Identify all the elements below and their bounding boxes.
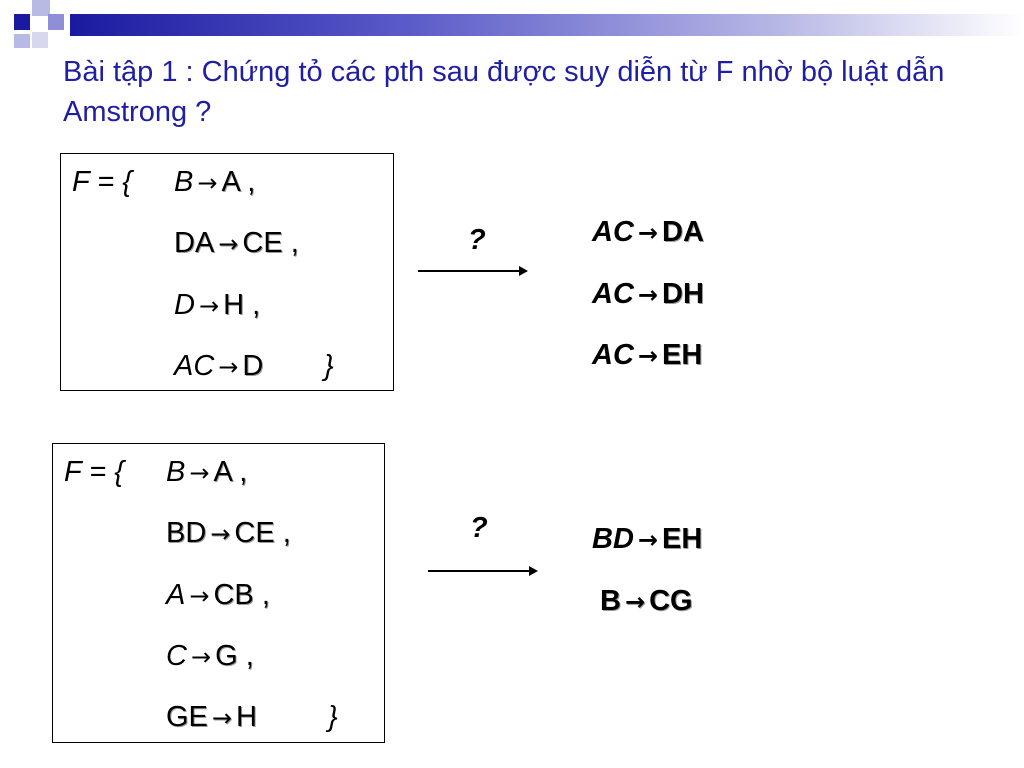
arrow-icon: → (637, 526, 658, 554)
fd-rhs: A (213, 456, 232, 488)
arrow-icon: → (210, 520, 231, 548)
arrow-icon: → (211, 704, 233, 732)
fd-1-2: DA→CE , (174, 226, 299, 261)
target-1-2: AC→DH (592, 277, 704, 312)
fd-lhs: C (166, 640, 187, 672)
fd-lhs: A (166, 579, 186, 611)
target-lhs: AC (592, 339, 634, 371)
arrow-icon: → (218, 353, 239, 381)
question-mark-1: ? (468, 224, 486, 256)
target-rhs: EH (662, 339, 703, 371)
target-1-1: AC→DA (592, 215, 704, 250)
fd-1-4: AC→D (174, 349, 263, 384)
fd-rhs: D (242, 350, 264, 382)
header-square-light (32, 0, 50, 16)
fd-lhs: B (174, 166, 194, 198)
target-rhs: CG (649, 585, 693, 617)
fd-lhs: DA (174, 227, 215, 259)
target-1-3: AC→EH (592, 338, 702, 373)
set-open-2: F = { (64, 456, 124, 488)
question-mark-2: ? (470, 512, 488, 544)
fd-2-5: GE→H (166, 700, 257, 735)
fd-set-box-2 (52, 443, 385, 743)
fd-lhs: GE (166, 701, 208, 733)
arrow-icon: → (189, 459, 210, 487)
fd-rhs: A (221, 166, 240, 198)
target-lhs: B (600, 585, 621, 617)
arrow-icon: → (624, 588, 646, 616)
set-close-2: } (328, 701, 338, 733)
target-lhs: AC (592, 278, 634, 310)
header-square-dark (14, 14, 30, 30)
derivation-arrow-1 (418, 266, 528, 276)
arrow-icon: → (637, 342, 658, 370)
fd-sep: , (239, 456, 248, 488)
fd-2-2: BD→CE , (166, 516, 291, 551)
fd-rhs: CB (213, 579, 254, 611)
arrow-icon: → (189, 582, 210, 610)
fd-sep: , (252, 289, 261, 321)
fd-rhs: CE (242, 227, 283, 259)
arrow-icon: → (637, 281, 658, 309)
arrow-icon: → (190, 643, 212, 671)
target-rhs: DH (662, 278, 704, 310)
fd-rhs: CE (234, 517, 275, 549)
fd-lhs: AC (174, 350, 215, 382)
fd-sep: , (261, 579, 270, 611)
fd-rhs: H (236, 701, 257, 733)
fd-sep: , (290, 227, 299, 259)
arrow-icon: → (218, 230, 239, 258)
derivation-arrow-2 (428, 566, 538, 576)
fd-sep: , (245, 640, 254, 672)
set-close-1: } (324, 350, 334, 382)
header-square-pale (32, 32, 48, 48)
arrow-icon: → (197, 169, 218, 197)
target-lhs: AC (592, 216, 634, 248)
fd-sep: , (247, 166, 256, 198)
target-lhs: BD (592, 523, 634, 555)
fd-2-1: B→A , (166, 455, 247, 490)
slide-title: Bài tập 1 : Chứng tỏ các pth sau được su… (63, 56, 945, 128)
fd-lhs: B (166, 456, 186, 488)
target-rhs: EH (662, 523, 703, 555)
fd-rhs: H (223, 289, 245, 321)
fd-lhs: BD (166, 517, 207, 549)
fd-sep: , (282, 517, 291, 549)
target-rhs: DA (662, 216, 704, 248)
header-square-light-2 (14, 34, 30, 48)
header-square-mid (48, 14, 64, 30)
fd-2-4: C→G , (166, 639, 254, 674)
arrow-icon: → (198, 292, 220, 320)
fd-1-1: B→A , (174, 165, 255, 200)
target-2-2: B→CG (600, 584, 693, 619)
arrow-icon: → (637, 219, 658, 247)
header-gradient-bar (70, 14, 1024, 36)
fd-lhs: D (174, 289, 195, 321)
fd-rhs: G (215, 640, 238, 672)
fd-1-3: D→H , (174, 288, 260, 323)
target-2-1: BD→EH (592, 522, 702, 557)
fd-2-3: A→CB , (166, 578, 270, 613)
set-open-1: F = { (72, 166, 132, 198)
fd-set-box-1 (60, 153, 394, 391)
